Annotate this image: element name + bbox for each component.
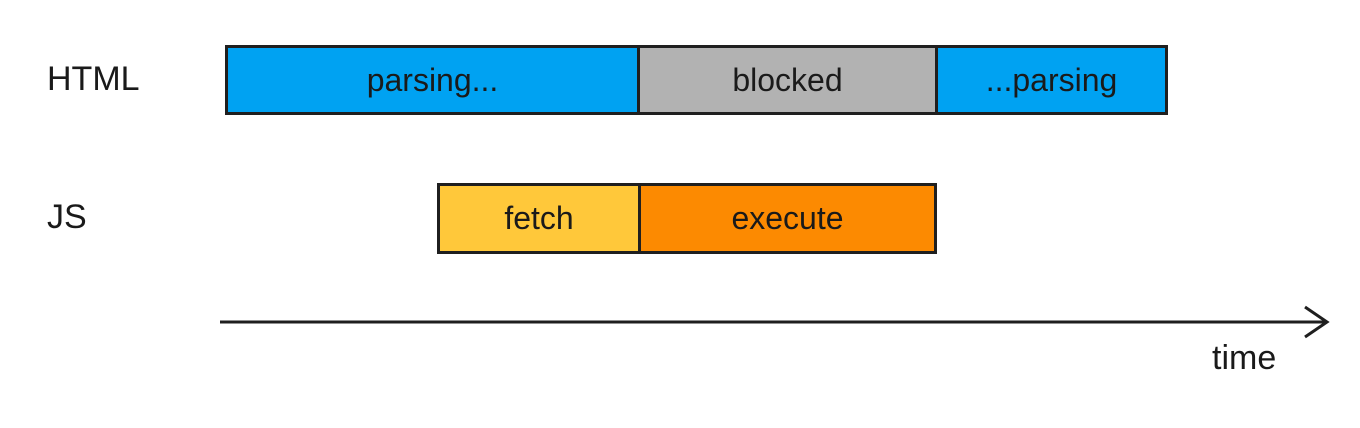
time-axis-arrow-icon [220,305,1330,339]
html-parsing-track: parsing... blocked ...parsing [225,45,1168,115]
segment-execute: execute [638,186,934,251]
row-label-html: HTML [47,60,140,98]
js-script-track: fetch execute [437,183,937,254]
segment-fetch: fetch [440,186,638,251]
row-label-js: JS [47,198,87,236]
segment-blocked: blocked [637,48,935,112]
segment-parsing-start: parsing... [228,48,637,112]
segment-parsing-resume: ...parsing [935,48,1165,112]
time-axis-label: time [1212,339,1277,377]
